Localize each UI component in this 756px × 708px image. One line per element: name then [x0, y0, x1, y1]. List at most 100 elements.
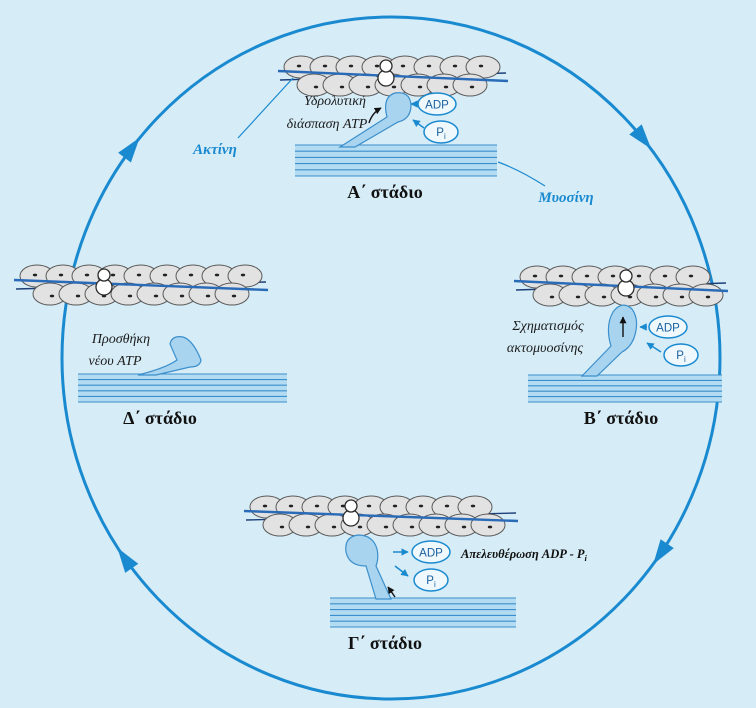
cycle-arrowhead [117, 547, 139, 573]
release-caption: Απελευθέρωση ADP - Pi [460, 547, 588, 563]
actin-monomer-mark [179, 294, 185, 298]
actin-monomer-mark [444, 504, 450, 508]
actin-monomer [452, 73, 488, 97]
stage-a-title: Α΄ στάδιο [347, 182, 423, 202]
myosin-label: Μυοσίνη [537, 190, 593, 206]
actin-monomer-mark [383, 525, 389, 529]
pi-subscript: i [444, 132, 446, 141]
actin-monomer-mark [487, 525, 493, 529]
adp-oval [411, 540, 451, 564]
actin-monomer-mark [470, 504, 476, 508]
actin-monomer-mark [288, 504, 294, 508]
actin-filament [13, 264, 269, 306]
stage-a: ADP Pi Υδρολυτική διάσπαση ATP Ακτίνη Μυ… [192, 55, 594, 206]
tropomyosin-strand [13, 278, 269, 292]
actin-monomer-mark [627, 295, 633, 299]
actin-monomer-mark [532, 274, 538, 278]
actin-monomer-mark [340, 504, 346, 508]
myosin-band [78, 374, 287, 402]
actin-monomer-mark [49, 294, 55, 298]
actin-monomer-mark [452, 64, 458, 68]
myosin-binding-site-cap [344, 499, 358, 513]
actin-filament [513, 265, 729, 307]
actin-monomer-mark [262, 504, 268, 508]
pi-binding-arrow [412, 119, 425, 129]
myosin-head [337, 92, 412, 148]
actin-monomer-mark [58, 273, 64, 277]
actin-monomer-mark [636, 274, 642, 278]
actin-monomer-mark [417, 85, 423, 89]
stage-a-caption-line-1: Υδρολυτική [304, 94, 366, 109]
actin-monomer-mark [679, 295, 685, 299]
actin-monomer-mark [478, 64, 484, 68]
stage-b: ADP Pi Σχηματισμός ακτομυοσίνης Β΄ στάδι… [507, 265, 729, 428]
actin-monomer-mark [84, 273, 90, 277]
actin-monomer-mark [240, 273, 246, 277]
actin-monomer-mark [443, 85, 449, 89]
actin-monomer [470, 513, 506, 537]
myosin-filament [330, 597, 516, 628]
actin-monomer-mark [231, 294, 237, 298]
actin-monomer [214, 282, 250, 306]
actin-monomer-mark [32, 273, 38, 277]
pi-label: Pi [436, 127, 446, 141]
tropomyosin-strand [243, 509, 519, 523]
pi-base: P [426, 575, 434, 587]
pi-base: P [436, 127, 444, 139]
actin-monomer-mark [705, 295, 711, 299]
actin-monomer-mark [392, 504, 398, 508]
actin-monomer-mark [110, 273, 116, 277]
pi-oval [413, 568, 449, 592]
actin-monomer-mark [688, 274, 694, 278]
actin-monomer-mark [418, 504, 424, 508]
actin-monomer-mark [153, 294, 159, 298]
actin-monomer-mark [75, 294, 81, 298]
pi-label: Pi [676, 350, 686, 364]
stage-d-title: Δ΄ στάδιο [123, 408, 197, 428]
release-caption-subscript: i [585, 553, 588, 563]
actin-monomer-mark [357, 525, 363, 529]
myosin-head [137, 336, 202, 376]
pi-arrow [646, 342, 662, 353]
actin-monomer-mark [584, 274, 590, 278]
actin-label: Ακτίνη [192, 142, 237, 158]
adp-label: ADP [419, 548, 443, 560]
actin-monomer-mark [162, 273, 168, 277]
myosin-binding-site-cap [619, 269, 633, 283]
actin-monomer-mark [366, 504, 372, 508]
myosin-filament [78, 373, 287, 403]
stage-b-caption-line-2: ακτομυοσίνης [507, 341, 583, 356]
pi-release-arrow [394, 565, 409, 577]
actin-monomer-mark [558, 274, 564, 278]
release-caption-text: Απελευθέρωση ADP - P [460, 547, 585, 561]
actin-monomer-mark [188, 273, 194, 277]
cycle-arrowhead [629, 124, 652, 149]
myosin-band [330, 598, 516, 627]
myosin-band [295, 145, 497, 176]
stage-d-caption-line-1: Προσθήκη [91, 332, 150, 347]
actin-monomer-mark [279, 525, 285, 529]
hydrolysis-arrow [368, 107, 382, 124]
pi-oval [663, 343, 699, 367]
actin-monomer-mark [601, 295, 607, 299]
actin-monomer-mark [313, 85, 319, 89]
actin-monomer-mark [365, 85, 371, 89]
pi-base: P [676, 350, 684, 362]
stage-b-caption-line-1: Σχηματισμός [511, 319, 584, 334]
adp-oval [417, 92, 457, 116]
actin-monomer-mark [435, 525, 441, 529]
actin-monomer-mark [314, 504, 320, 508]
actin-monomer-mark [331, 525, 337, 529]
pi-subscript: i [684, 355, 686, 364]
actin-monomer-mark [136, 273, 142, 277]
pi-subscript: i [434, 580, 436, 589]
myosin-band [528, 375, 722, 402]
actin-monomer-mark [374, 64, 380, 68]
actin-monomer-mark [461, 525, 467, 529]
stage-d: Προσθήκη νέου ATP Δ΄ στάδιο [13, 264, 287, 428]
actin-filament [277, 55, 509, 97]
myosin-filament [528, 374, 722, 403]
myosin-binding-site-cap [379, 59, 393, 73]
stage-c-title: Γ΄ στάδιο [348, 633, 422, 653]
actin-monomer-mark [549, 295, 555, 299]
